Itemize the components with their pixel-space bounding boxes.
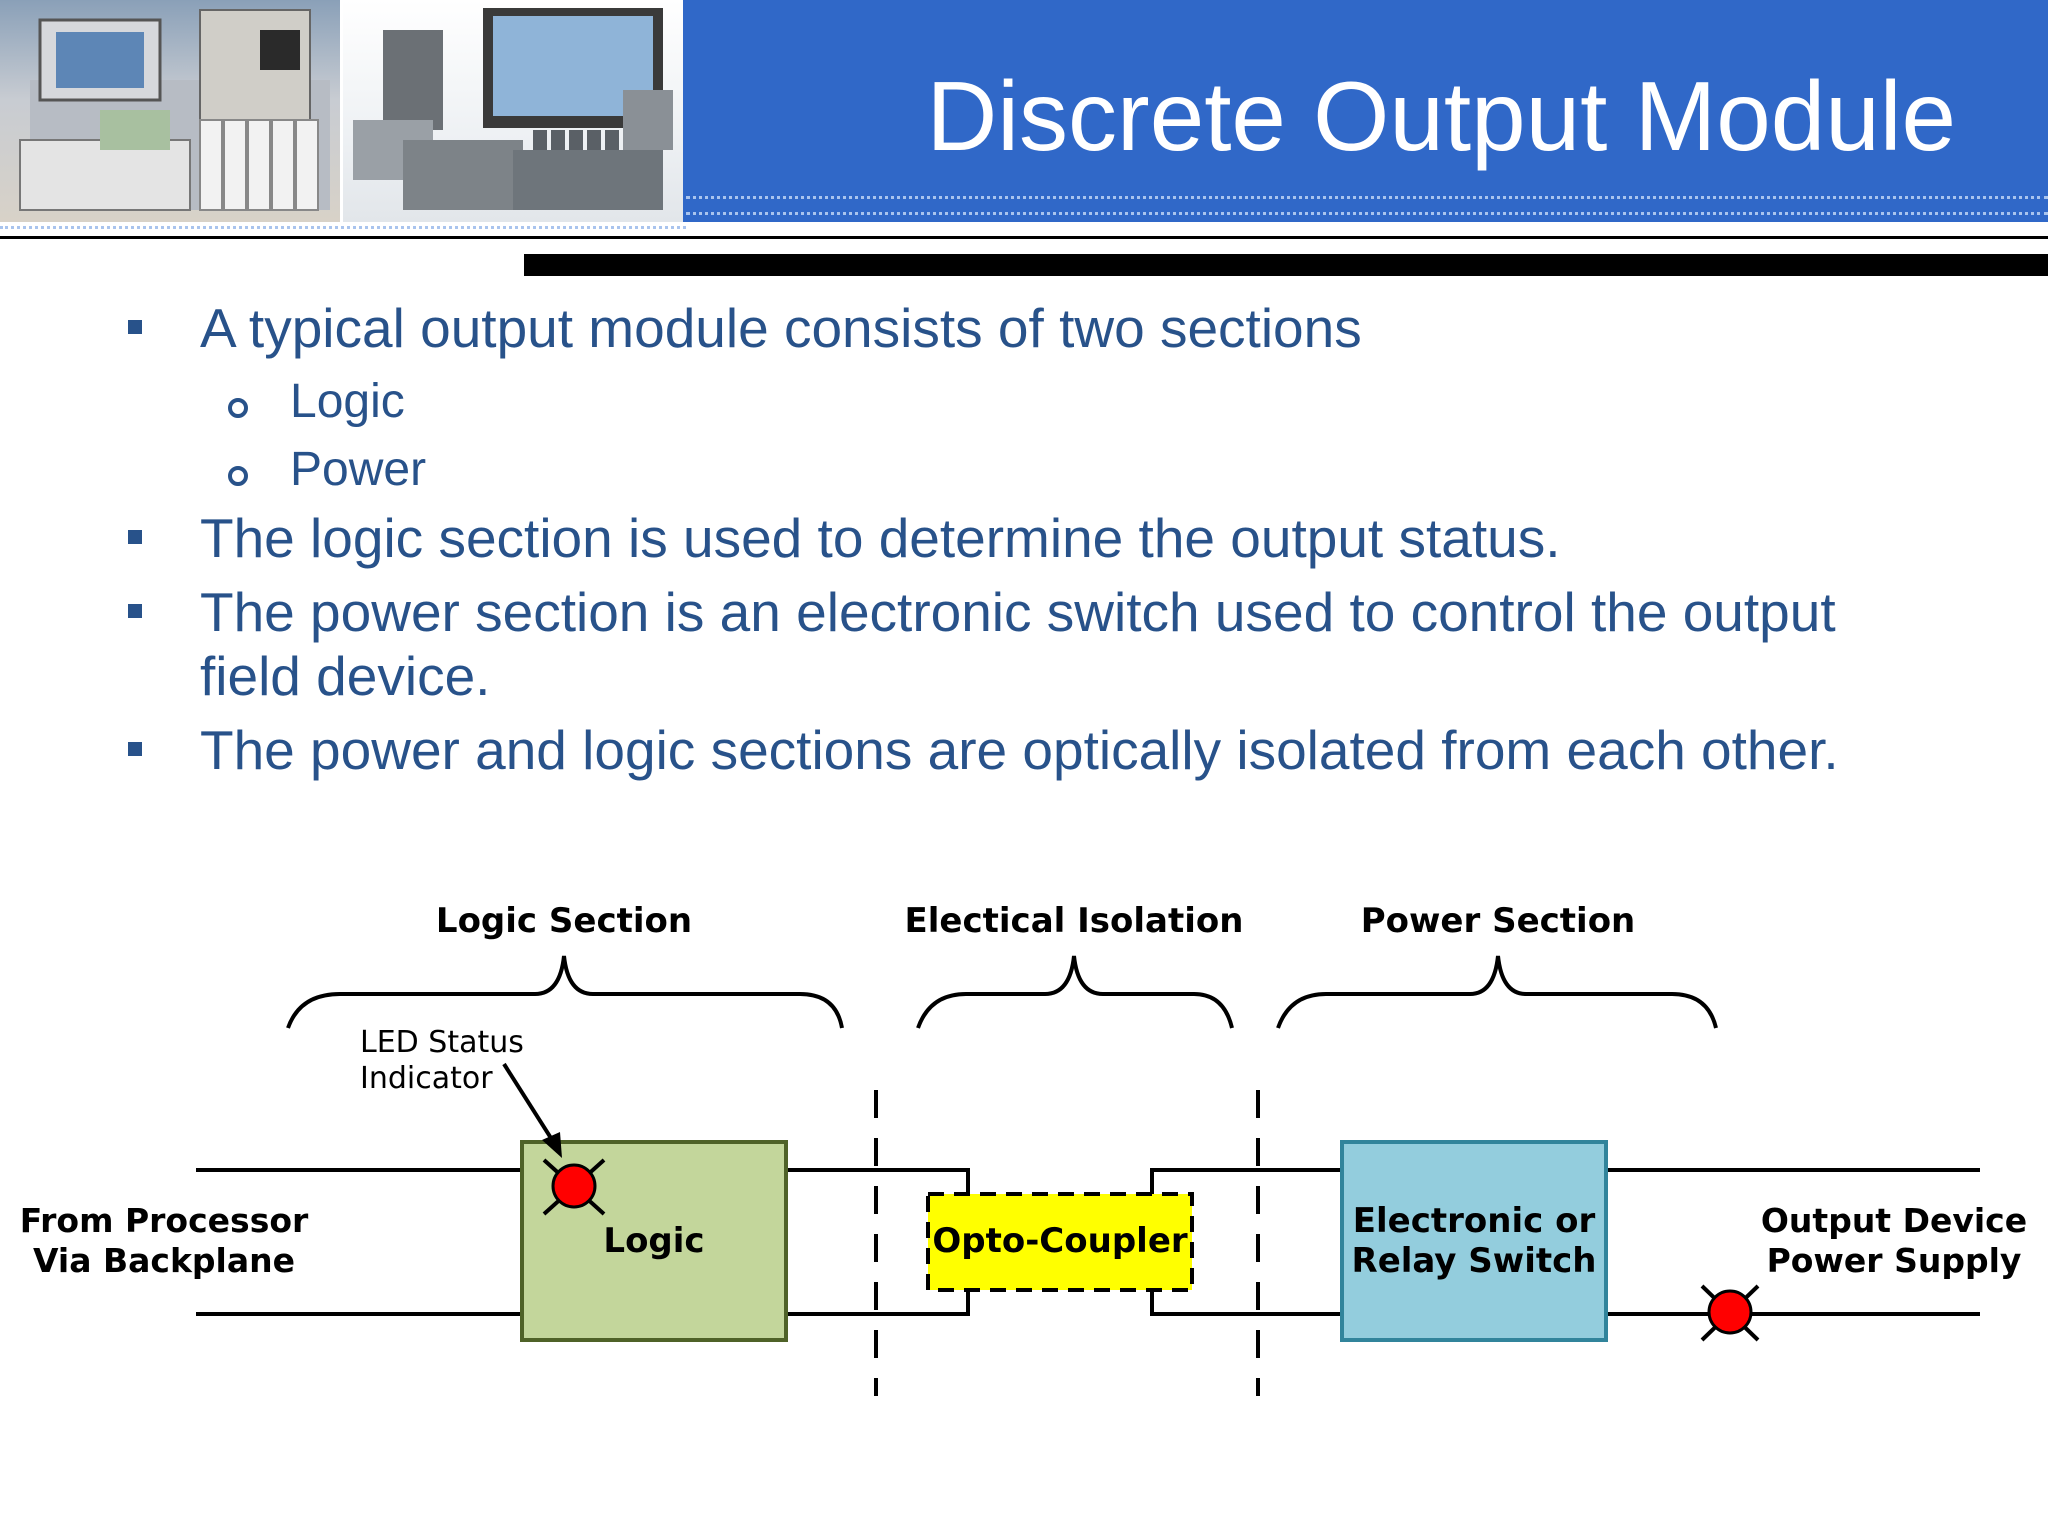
square-bullet-icon bbox=[128, 320, 142, 334]
bullet-text: The power section is an electronic switc… bbox=[200, 581, 1836, 643]
header-dotted-line bbox=[686, 196, 2048, 199]
bullet-text: A typical output module consists of two … bbox=[200, 297, 1362, 359]
square-bullet-icon bbox=[128, 604, 142, 618]
switch-block bbox=[1340, 1140, 1608, 1342]
switch-label-line2: Relay Switch bbox=[1352, 1241, 1597, 1281]
coupler-to-switch-top bbox=[1150, 1168, 1342, 1196]
bullet-text: The power and logic sections are optical… bbox=[200, 719, 1839, 781]
sub-bullet-text: Power bbox=[290, 443, 427, 496]
led-pointer-arrow bbox=[502, 1062, 562, 1158]
power-brace bbox=[1276, 955, 1718, 1029]
led-label-line2: Indicator bbox=[360, 1061, 493, 1096]
isolation-section-label: Electical Isolation bbox=[905, 901, 1244, 941]
circle-bullet-icon bbox=[228, 466, 248, 486]
header-image-plc-rack bbox=[0, 0, 343, 222]
led-status-icon bbox=[542, 1158, 606, 1216]
switch-label-line1: Electronic or bbox=[1353, 1201, 1596, 1241]
circle-bullet-icon bbox=[228, 398, 248, 418]
slide-title: Discrete Output Module bbox=[926, 61, 1956, 171]
coupler-to-switch-bottom bbox=[1150, 1288, 1342, 1316]
header-black-bar bbox=[524, 254, 2048, 276]
logic-brace bbox=[286, 955, 844, 1029]
header-dotted-line bbox=[686, 212, 2048, 215]
bullet-text: The logic section is used to determine t… bbox=[200, 507, 1561, 569]
section-braces bbox=[286, 955, 1718, 1029]
bullet-text-continuation: field device. bbox=[200, 645, 491, 707]
led-label-line1: LED Status bbox=[360, 1025, 524, 1060]
power-section-label: Power Section bbox=[1361, 901, 1636, 941]
output-led-icon bbox=[1700, 1284, 1760, 1342]
input-label-line2: Via Backplane bbox=[33, 1241, 295, 1280]
isolation-brace bbox=[916, 955, 1234, 1029]
logic-section-label: Logic Section bbox=[436, 901, 692, 941]
output-label-line1: Output Device bbox=[1761, 1201, 2027, 1240]
sub-bullet-text: Logic bbox=[290, 375, 405, 428]
output-label-line2: Power Supply bbox=[1767, 1241, 2022, 1280]
header-image-plc-modules bbox=[343, 0, 683, 222]
logic-to-coupler-top bbox=[786, 1168, 970, 1196]
logic-to-coupler-bottom bbox=[786, 1288, 970, 1316]
header-dotted-line bbox=[0, 226, 686, 229]
square-bullet-icon bbox=[128, 742, 142, 756]
logic-block-label: Logic bbox=[603, 1221, 704, 1261]
square-bullet-icon bbox=[128, 530, 142, 544]
opto-coupler-block bbox=[926, 1192, 1194, 1292]
isolation-boundaries bbox=[874, 1090, 1260, 1396]
opto-coupler-label: Opto-Coupler bbox=[932, 1221, 1188, 1261]
wiring bbox=[196, 1168, 1980, 1316]
input-label-line1: From Processor bbox=[20, 1201, 309, 1240]
header-rule bbox=[0, 236, 2048, 239]
